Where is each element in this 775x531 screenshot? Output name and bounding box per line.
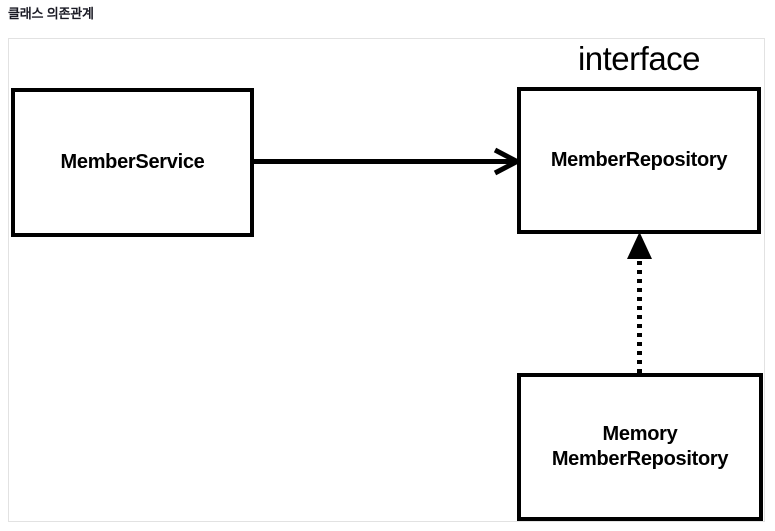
page-title: 클래스 의존관계 [8,6,94,21]
interface-stereotype-label: interface [577,40,701,77]
class-box-memory-member-repository-label-line1: Memory [602,423,678,445]
class-box-member-service[interactable]: MemberService [11,88,254,237]
class-box-member-service-label: MemberService [60,151,205,173]
class-box-member-repository[interactable]: MemberRepository [517,87,761,234]
class-box-member-repository-label: MemberRepository [550,149,728,171]
class-box-memory-member-repository-label-line2: MemberRepository [551,448,729,470]
class-box-memory-member-repository[interactable]: Memory MemberRepository [517,373,763,521]
class-box-memory-member-repository-label-group: Memory MemberRepository [548,422,732,472]
